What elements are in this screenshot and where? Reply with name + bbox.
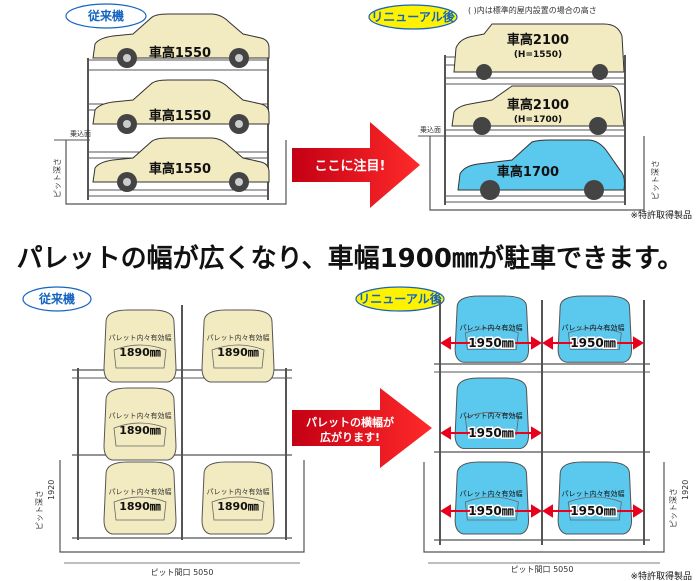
old-width-1: 1890㎜: [119, 346, 161, 359]
pit-depth-label-new-bottom: ピット深さ: [669, 488, 678, 528]
old-pallet-label-3: パレット内々有効幅: [109, 411, 172, 420]
arrow-bottom-text-1: パレットの横幅が: [306, 415, 394, 429]
old-pallet-label-4: パレット内々有効幅: [109, 487, 172, 496]
new-width-markers: [440, 336, 644, 518]
pit-depth-label-old-bottom: ピット深さ: [35, 490, 44, 530]
pit-opening-new: ピット間口 5050: [511, 565, 574, 574]
new-pallet-label-4: パレット内々有効幅: [460, 489, 523, 498]
pit-depth-label-new-top: ピット深さ: [651, 160, 660, 200]
new-car-1: [453, 23, 625, 80]
new-car-height-3: 車高1700: [497, 164, 559, 180]
badge-old-bottom: 従来機: [22, 286, 92, 312]
badge-old-top-text: 従来機: [87, 8, 124, 23]
new-pallet-car-5: [557, 461, 633, 535]
arrow-bottom-text-2: 広がります!: [320, 430, 380, 444]
new-pallet-label-2: パレット内々有効幅: [562, 323, 625, 332]
badge-new-top-text: リニューアル後: [371, 9, 455, 24]
old-pallet-label-5: パレット内々有効幅: [207, 487, 270, 496]
new-pallet-car-4: [454, 461, 530, 535]
arrow-top-text: ここに注目!: [315, 158, 386, 174]
note-top: ( )内は標準的屋内設置の場合の高さ: [468, 5, 597, 15]
old-pallet-car-4: [103, 461, 177, 535]
new-car-height-2: 車高2100: [507, 97, 569, 113]
new-structure-bottom: [423, 300, 665, 564]
ground-label-old: 乗込面: [70, 129, 91, 138]
old-width-2: 1890㎜: [217, 346, 259, 359]
badge-old-top: 従来機: [65, 3, 147, 29]
new-car-height-2-sub: (H=1700): [514, 115, 562, 125]
badge-new-bottom: リニューアル後: [355, 286, 445, 312]
badge-new-bottom-text: リニューアル後: [358, 291, 442, 306]
pit-depth-value-old: 1920: [47, 480, 56, 500]
new-car-height-1: 車高2100: [507, 32, 569, 48]
pit-depth-label-old-top: ピット深さ: [53, 158, 62, 198]
old-width-4: 1890㎜: [119, 500, 161, 513]
new-width-5: 1950㎜: [570, 504, 615, 518]
arrow-top: ここに注目!: [292, 122, 420, 208]
ground-label-new: 乗込面: [420, 125, 441, 134]
old-width-5: 1890㎜: [217, 500, 259, 513]
badge-old-bottom-text: 従来機: [38, 291, 75, 306]
old-car-height-3: 車高1550: [149, 161, 211, 177]
pit-depth-value-new: 1920: [681, 480, 690, 500]
new-car-3: [457, 139, 625, 200]
patent-note-top: ※特許取得製品: [630, 209, 692, 221]
headline: パレットの幅が広くなり、車幅1900㎜が駐車できます。: [16, 244, 684, 274]
new-width-4: 1950㎜: [468, 504, 513, 518]
new-width-2: 1950㎜: [570, 336, 615, 350]
pit-opening-old: ピット間口 5050: [151, 568, 214, 577]
patent-note-bottom: ※特許取得製品: [630, 570, 692, 581]
arrow-bottom: パレットの横幅が 広がります!: [292, 388, 432, 468]
new-car-2: [451, 85, 625, 135]
badge-new-top: リニューアル後: [368, 4, 458, 30]
new-pallet-label-3: パレット内々有効幅: [460, 411, 523, 420]
new-car-height-1-sub: (H=1550): [514, 50, 562, 60]
old-width-3: 1890㎜: [119, 424, 161, 437]
old-pallet-label-1: パレット内々有効幅: [109, 333, 172, 342]
new-pallet-label-1: パレット内々有効幅: [460, 323, 523, 332]
new-width-3: 1950㎜: [468, 426, 513, 440]
old-car-height-2: 車高1550: [149, 108, 211, 124]
old-car-2: [92, 79, 270, 135]
old-pallet-label-2: パレット内々有効幅: [207, 333, 270, 342]
old-car-height-1: 車高1550: [149, 45, 211, 61]
new-width-1: 1950㎜: [468, 336, 513, 350]
old-pallet-car-5: [201, 461, 275, 535]
new-pallet-label-5: パレット内々有効幅: [562, 489, 625, 498]
